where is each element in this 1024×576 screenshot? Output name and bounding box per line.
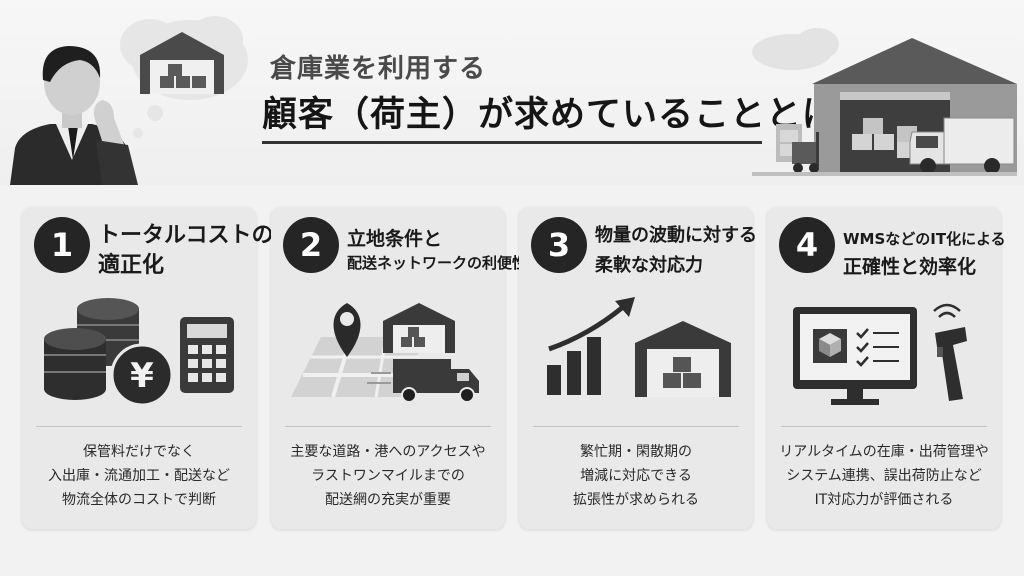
card-divider <box>781 426 987 427</box>
monitor-checklist-icon <box>793 307 917 405</box>
description-line: 繁忙期・閑散期の <box>580 444 692 460</box>
calculator-icon <box>180 317 234 393</box>
location-illustration <box>291 303 479 403</box>
description-line: 物流全体のコストで判断 <box>62 492 216 508</box>
card-it-efficiency: 4 WMSなどのIT化による 正確性と効率化 リ <box>767 207 1006 529</box>
card-title-line-2: 配送ネットワークの利便性 <box>347 254 528 272</box>
description-line: 保管料だけでなく <box>83 444 195 460</box>
card-divider <box>36 426 242 427</box>
card-number-badge: 2 <box>283 217 339 273</box>
card-description: 保管料だけでなく 入出庫・流通加工・配送など 物流全体のコストで判断 <box>22 440 256 512</box>
card-location-network: 2 立地条件と 配送ネットワークの利便性 <box>271 207 528 529</box>
card-description: 繁忙期・閑散期の 増減に対応できる 拡張性が求められる <box>519 440 753 512</box>
card-number-badge: 1 <box>34 217 90 273</box>
card-number-badge: 3 <box>531 217 587 273</box>
card-divider <box>285 426 491 427</box>
card-title-line-2: 正確性と効率化 <box>843 256 977 278</box>
it-illustration <box>793 303 967 405</box>
svg-text:¥: ¥ <box>130 356 154 396</box>
card-title: 立地条件と 配送ネットワークの利便性 <box>347 227 528 275</box>
truck-icon <box>367 359 479 403</box>
title-underline <box>262 141 762 144</box>
header-banner: 倉庫業を利用する 顧客（荷主）が求めていることとは？ <box>0 0 1024 185</box>
description-line: 拡張性が求められる <box>573 492 699 508</box>
description-line: IT対応力が評価される <box>814 492 954 508</box>
description-line: 入出庫・流通加工・配送など <box>48 468 230 484</box>
location-pin-icon <box>333 303 361 357</box>
card-title-line-2: 柔軟な対応力 <box>595 255 703 276</box>
card-description: 主要な道路・港へのアクセスや ラストワンマイルまでの 配送網の充実が重要 <box>271 440 505 512</box>
card-divider <box>533 426 739 427</box>
card-total-cost: 1 トータルコストの 適正化 ¥ <box>22 207 274 529</box>
thinking-person-icon <box>10 16 248 185</box>
description-line: 配送網の充実が重要 <box>325 492 451 508</box>
description-line: リアルタイムの在庫・出荷管理や <box>779 444 989 460</box>
volume-illustration <box>547 297 731 397</box>
card-title-line-1: WMSなどのIT化による <box>843 230 1006 248</box>
card-title-line-1: トータルコストの <box>98 223 274 248</box>
card-title: 物量の波動に対する 柔軟な対応力 <box>595 221 757 281</box>
card-title-line-1: 物量の波動に対する <box>595 225 757 246</box>
warehouse-icon <box>383 303 455 353</box>
title-line-2: 顧客（荷主）が求めていることとは？ <box>262 95 875 135</box>
card-title: WMSなどのIT化による 正確性と効率化 <box>843 225 1006 281</box>
yen-coin-icon: ¥ <box>110 343 174 407</box>
card-volume-flexibility: 3 物量の波動に対する 柔軟な対応力 繁忙期・閑散期の 増減に対応できる 拡張性… <box>519 207 757 529</box>
cost-illustration: ¥ <box>44 298 234 407</box>
warehouse-truck-scene-icon <box>752 28 1017 176</box>
card-description: リアルタイムの在庫・出荷管理や システム連携、誤出荷防止など IT対応力が評価さ… <box>767 440 1001 512</box>
description-line: ラストワンマイルまでの <box>311 468 465 484</box>
barcode-scanner-icon <box>933 303 967 401</box>
description-line: システム連携、誤出荷防止など <box>786 468 982 484</box>
card-title: トータルコストの 適正化 <box>98 221 274 281</box>
growth-chart-icon <box>547 297 635 395</box>
title-line-1: 倉庫業を利用する <box>270 54 487 84</box>
card-number-badge: 4 <box>779 217 835 273</box>
warehouse-icon <box>635 321 731 397</box>
description-line: 増減に対応できる <box>580 468 692 484</box>
card-title-line-1: 立地条件と <box>347 228 443 250</box>
card-title-line-2: 適正化 <box>98 253 165 278</box>
description-line: 主要な道路・港へのアクセスや <box>290 444 486 460</box>
